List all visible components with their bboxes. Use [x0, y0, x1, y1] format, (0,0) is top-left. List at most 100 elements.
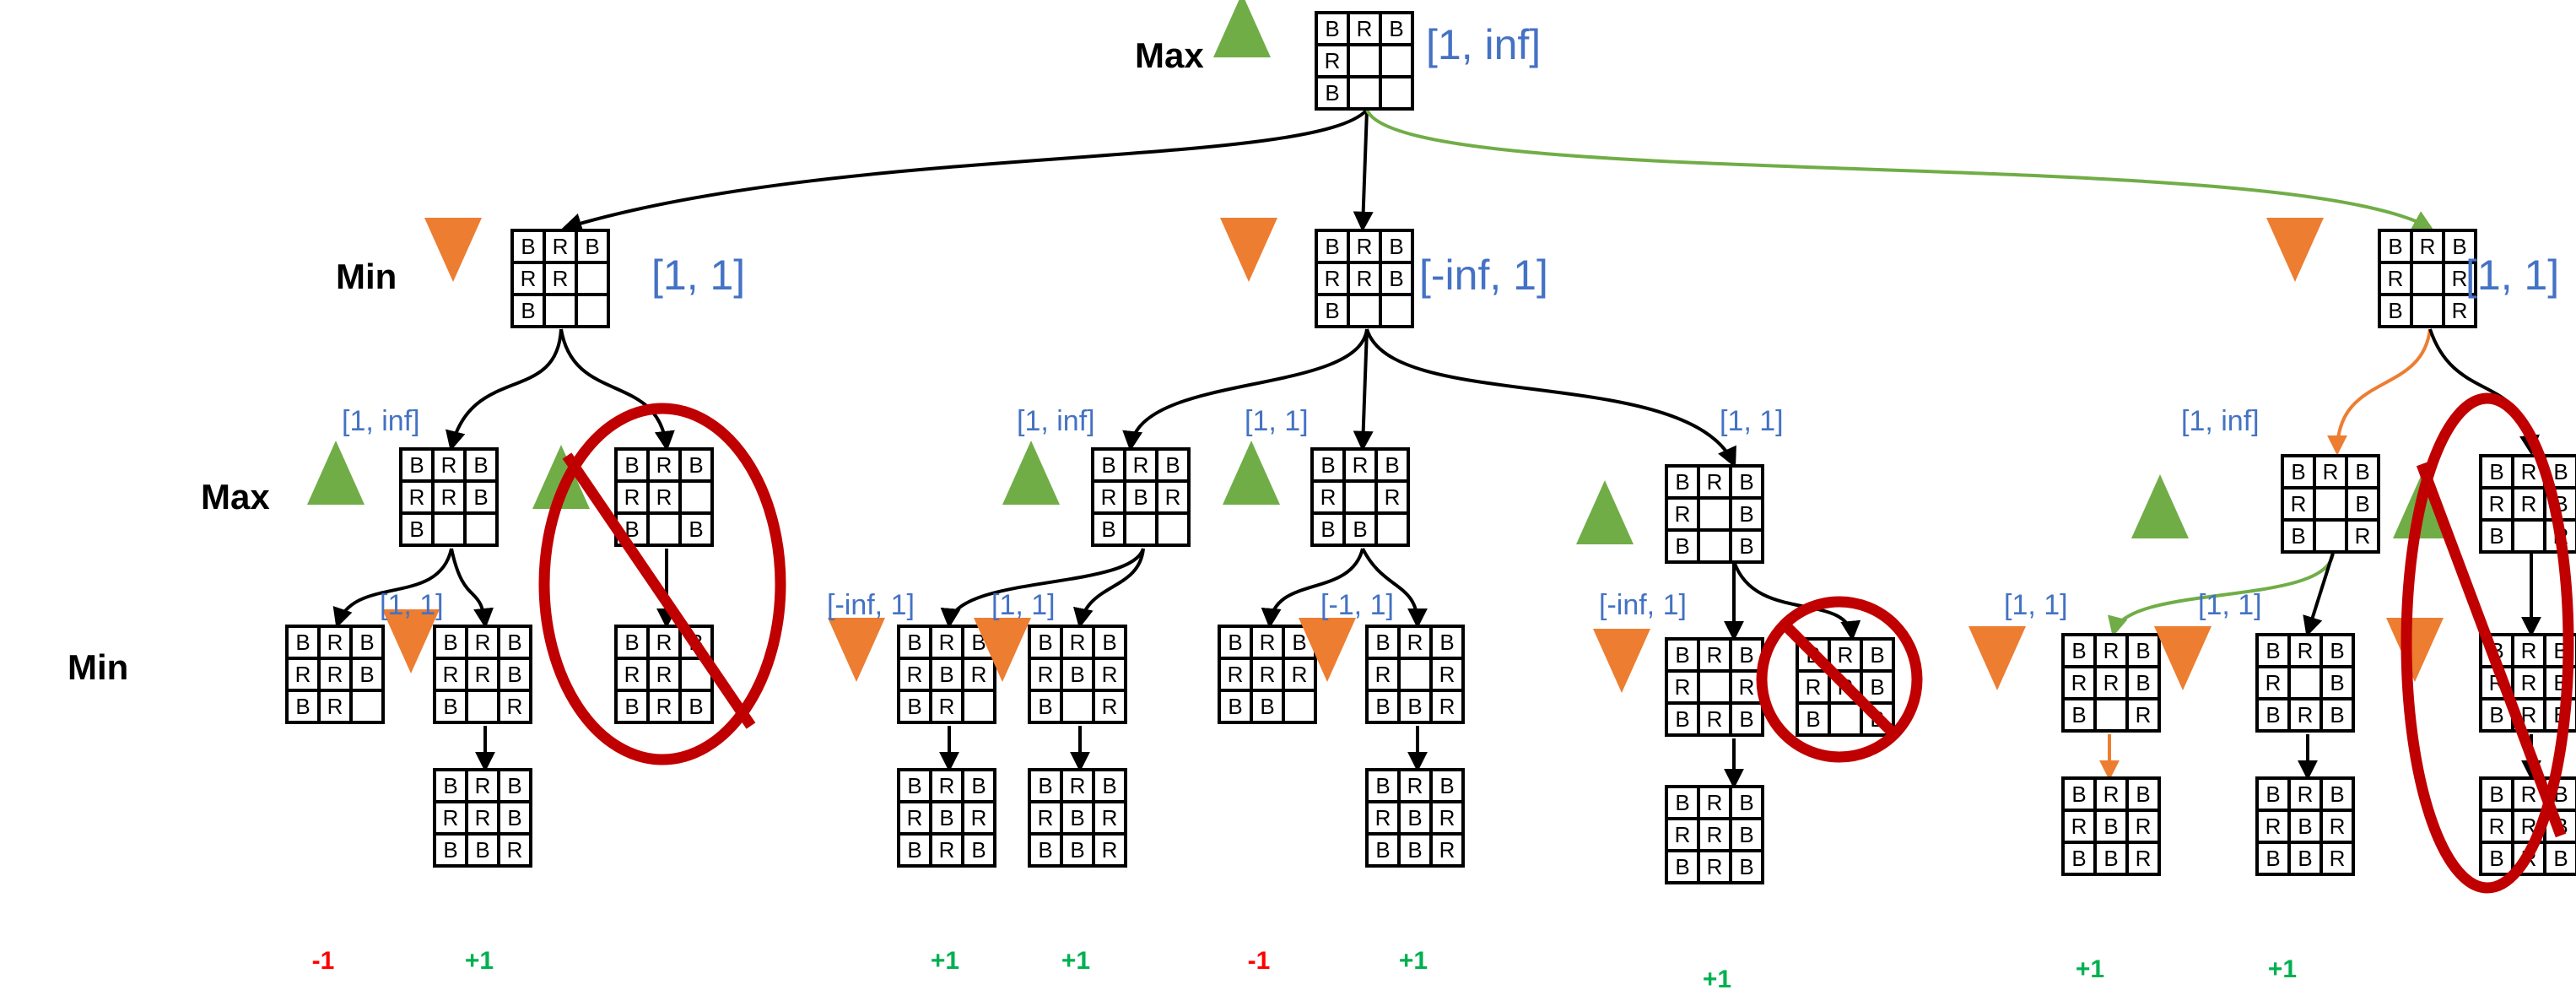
- board-cell-value: B: [359, 662, 374, 687]
- board-cell: [1729, 701, 1764, 737]
- board-cell-value: B: [473, 452, 488, 478]
- board-cell: [1665, 528, 1700, 564]
- board-cell-value: R: [656, 452, 672, 478]
- leaf-value: +1: [1703, 965, 1731, 993]
- board-cell-value: B: [295, 630, 310, 655]
- board-cell-value: B: [2489, 459, 2503, 484]
- board-cell: [2543, 841, 2576, 876]
- board-cell: [1379, 293, 1414, 328]
- board-cell: [2410, 293, 2445, 328]
- board-cell: [463, 447, 499, 483]
- board-cell-value: R: [409, 484, 425, 510]
- min-triangle-icon: [424, 218, 482, 282]
- board-cell-value: R: [443, 662, 459, 687]
- board-cell: [1379, 75, 1414, 111]
- interval-label: [1, 1]: [651, 252, 745, 299]
- board-cell-value: B: [971, 773, 986, 798]
- board-cell-value: R: [2521, 638, 2537, 663]
- board-cell: [961, 768, 996, 803]
- board-cell: [646, 479, 682, 515]
- board-cell-value: B: [2388, 234, 2402, 259]
- board-cell-value: B: [1739, 706, 1753, 732]
- board-cell-value: B: [2136, 638, 2150, 663]
- board-cell-value: B: [1739, 469, 1753, 495]
- interval-label: [1, 1]: [1245, 405, 1309, 437]
- board-cell-value: R: [295, 662, 311, 687]
- board-cell-value: R: [1707, 706, 1723, 732]
- board-cell-value: R: [2521, 814, 2537, 839]
- board-cell-value: B: [939, 662, 953, 687]
- board-cell-value: B: [2388, 298, 2402, 323]
- board-cell-value: B: [1228, 694, 1242, 719]
- board-cell-value: R: [2323, 459, 2339, 484]
- board-cell-value: B: [1101, 452, 1115, 478]
- board-cell-value: R: [1707, 854, 1723, 879]
- board-cell-value: B: [689, 517, 703, 542]
- board-cell-value: R: [1439, 837, 1455, 863]
- board-cell: [465, 689, 500, 724]
- board-cell-value: B: [2071, 702, 2086, 727]
- edge: [2303, 552, 2335, 637]
- board-cell: [1347, 43, 1382, 78]
- board-cell-value: R: [507, 837, 523, 863]
- board-cell-value: R: [624, 484, 640, 510]
- board-cell-value: B: [1038, 630, 1052, 655]
- board-cell-value: B: [1070, 837, 1084, 863]
- board-cell-value: R: [2103, 670, 2120, 695]
- board-cell-value: B: [1133, 484, 1148, 510]
- prune-mark: [1756, 596, 1923, 763]
- board-cell: [1123, 479, 1158, 515]
- max-triangle-icon: [307, 441, 365, 505]
- board-cell: [1374, 447, 1410, 483]
- interval-label: [1, 1]: [2465, 252, 2559, 299]
- board-cell: [433, 832, 468, 868]
- board-cell: [1060, 689, 1095, 724]
- board-cell-value: B: [1439, 630, 1454, 655]
- board-cell-value: R: [1292, 662, 1308, 687]
- board-cell: [1729, 637, 1764, 673]
- board-cell-value: R: [656, 484, 672, 510]
- edge: [450, 548, 494, 629]
- board-cell-value: R: [1439, 694, 1455, 719]
- board-cell-value: B: [1389, 266, 1403, 291]
- board-cell: [510, 261, 546, 296]
- board-cell: [285, 689, 321, 724]
- board-cell-value: R: [2136, 846, 2152, 871]
- max-triangle-icon: [1223, 441, 1280, 505]
- board-cell: [1697, 496, 1732, 532]
- board-cell-value: B: [1101, 517, 1115, 542]
- board-cell-value: B: [475, 837, 489, 863]
- board-cell-value: R: [2489, 814, 2505, 839]
- board-cell: [2345, 454, 2380, 489]
- board-cell: [1060, 625, 1095, 660]
- min-triangle-icon: [1220, 218, 1277, 282]
- board-cell-value: B: [2355, 491, 2369, 517]
- board-cell-value: B: [1439, 773, 1454, 798]
- board-cell-value: R: [1439, 662, 1455, 687]
- max-triangle-icon: [532, 445, 590, 509]
- board-cell-value: R: [939, 630, 955, 655]
- board-cell-value: B: [1375, 630, 1390, 655]
- board-cell: [497, 768, 532, 803]
- board-cell-value: R: [1102, 805, 1118, 830]
- board-cell-value: R: [2355, 523, 2371, 549]
- board-cell-value: R: [1070, 773, 1086, 798]
- board-cell-value: R: [971, 805, 987, 830]
- board-cell-value: R: [327, 694, 343, 719]
- board-cell-value: R: [2298, 638, 2314, 663]
- board-cell: [575, 293, 610, 328]
- board-cell: [1665, 637, 1700, 673]
- board-cell: [2319, 809, 2355, 844]
- board-cell-value: B: [1675, 533, 1689, 559]
- board-cell-value: R: [1357, 266, 1373, 291]
- board-cell: [2442, 229, 2477, 264]
- board-cell: [465, 768, 500, 803]
